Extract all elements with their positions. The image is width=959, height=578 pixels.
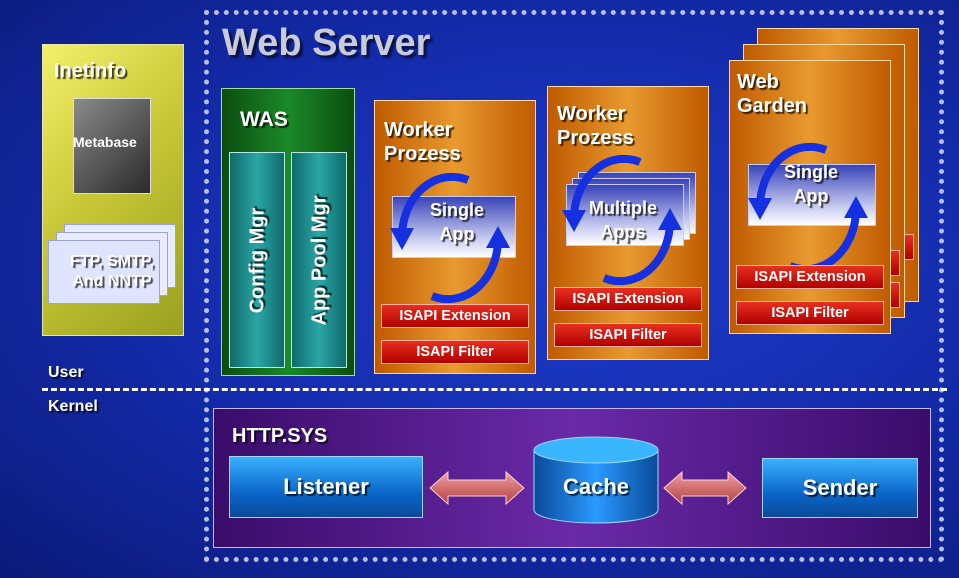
worker-process-1-title: Worker Prozess xyxy=(384,118,461,166)
garden-app-label: Single App xyxy=(766,160,856,208)
garden-title-line-2: Garden xyxy=(737,95,808,117)
cache-sender-double-arrow-icon xyxy=(663,470,747,506)
ftp-label-line-2: And NNTP xyxy=(72,273,152,290)
inetinfo-title: Inetinfo xyxy=(54,60,127,82)
web-garden-title: Web Garden xyxy=(737,70,807,118)
worker-1-app-label: Single App xyxy=(412,198,502,246)
web-server-frame xyxy=(204,10,944,562)
garden-app-line-2: App xyxy=(793,186,829,206)
was-title: WAS xyxy=(240,108,288,131)
worker-1-cycle-arrows-icon xyxy=(390,172,510,304)
worker-1-app-line-2: App xyxy=(439,224,475,244)
ftp-doc-page-front xyxy=(48,240,160,304)
worker-1-title-line-1: Worker xyxy=(384,119,453,141)
listener-box: Listener xyxy=(229,456,423,518)
worker-2-isapi-filter: ISAPI Filter xyxy=(554,323,702,347)
worker-2-app-label: Multiple Apps xyxy=(574,196,672,244)
worker-1-title-line-2: Prozess xyxy=(384,143,461,165)
garden-cycle-arrows-icon xyxy=(748,142,868,274)
ftp-label-line-1: FTP, SMTP, xyxy=(70,253,154,270)
app-pool-mgr-column: App Pool Mgr xyxy=(291,152,347,368)
sender-box: Sender xyxy=(762,458,918,518)
config-mgr-label: Config Mgr xyxy=(246,207,269,314)
worker-2-title-line-2: Prozess xyxy=(557,127,634,149)
worker-2-title-line-1: Worker xyxy=(557,103,626,125)
app-pool-mgr-label: App Pool Mgr xyxy=(308,195,331,326)
worker-1-isapi-filter: ISAPI Filter xyxy=(381,340,529,364)
worker-1-isapi-extension: ISAPI Extension xyxy=(381,304,529,328)
metabase-label: Metabase xyxy=(73,134,137,150)
web-server-title: Web Server xyxy=(222,22,431,64)
ftp-smtp-nntp-label: FTP, SMTP, And NNTP xyxy=(44,252,180,292)
metabase-document-icon xyxy=(73,98,151,194)
worker-2-app-line-2: Apps xyxy=(600,222,646,242)
listener-cache-double-arrow-icon xyxy=(429,470,525,506)
garden-isapi-filter: ISAPI Filter xyxy=(736,301,884,325)
cache-label: Cache xyxy=(562,474,630,499)
worker-2-app-box xyxy=(566,184,684,246)
worker-2-cycle-arrows-icon xyxy=(562,154,682,286)
worker-2-app-line-1: Multiple xyxy=(589,198,657,218)
user-mode-label: User xyxy=(48,364,84,381)
worker-1-app-line-1: Single xyxy=(429,200,484,220)
garden-app-line-1: Single xyxy=(783,162,838,182)
cache-cylinder-icon xyxy=(533,436,659,524)
config-mgr-column: Config Mgr xyxy=(229,152,285,368)
garden-title-line-1: Web xyxy=(737,71,779,93)
garden-isapi-extension: ISAPI Extension xyxy=(736,265,884,289)
worker-2-isapi-extension: ISAPI Extension xyxy=(554,287,702,311)
user-kernel-boundary-line xyxy=(42,388,947,391)
kernel-mode-label: Kernel xyxy=(48,398,98,415)
worker-process-2-title: Worker Prozess xyxy=(557,102,634,150)
http-sys-title: HTTP.SYS xyxy=(232,425,328,447)
